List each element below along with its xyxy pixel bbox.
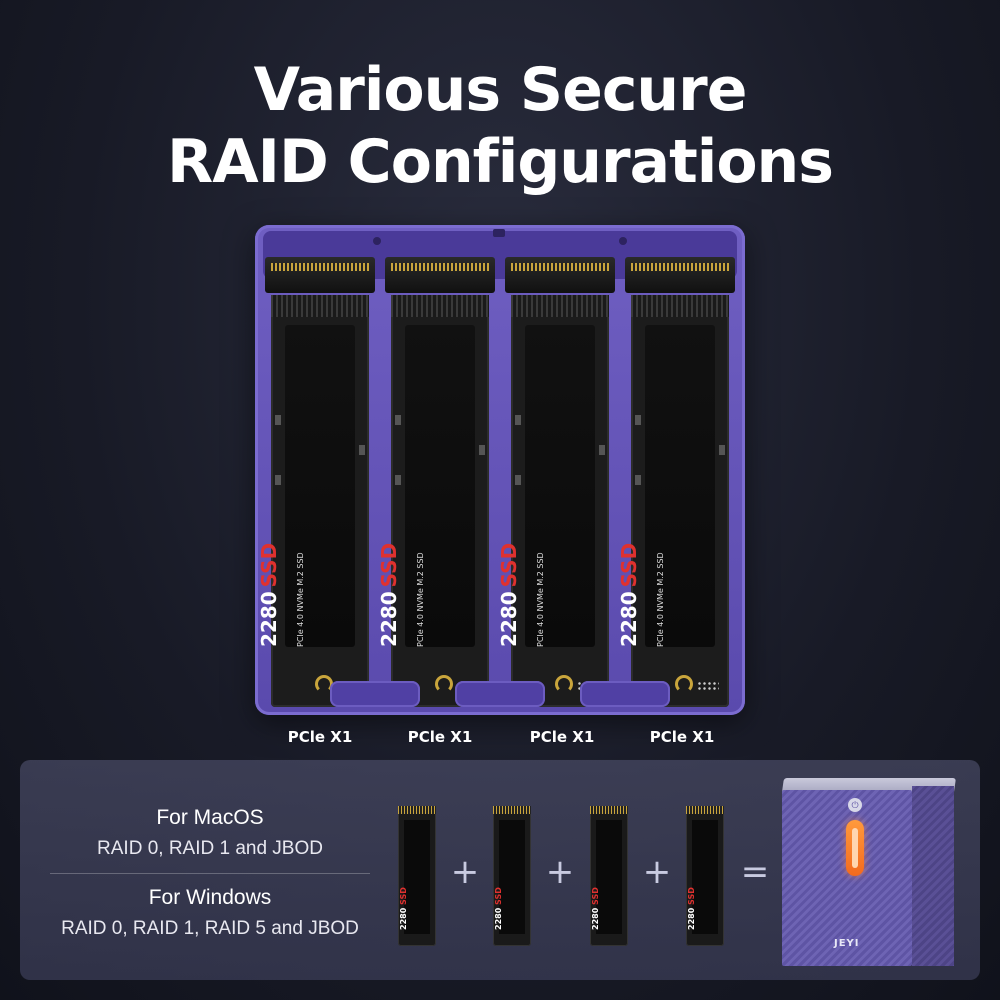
ssd-enclosure: 2280SSD PCIe 4.0 NVMe M.2 SSD 2280SSD PC…: [255, 225, 745, 715]
slot-label-3: PCle X1: [529, 728, 595, 746]
divider: [50, 873, 370, 874]
ssd-subtitle: PCIe 4.0 NVMe M.2 SSD: [296, 552, 305, 647]
ssd-card: 2280SSD PCIe 4.0 NVMe M.2 SSD: [257, 295, 369, 707]
ssd-size-label: 2280SSD: [257, 542, 281, 647]
ssd-card-small: 2280 SSD: [590, 806, 628, 946]
ssd-card: 2280SSD PCIe 4.0 NVMe M.2 SSD: [497, 295, 609, 707]
equals-icon: =: [740, 852, 770, 892]
screw-notch-icon: [675, 675, 693, 693]
ssd-size-label: 2280SSD: [497, 542, 521, 647]
ssd-slot-3: 2280SSD PCIe 4.0 NVMe M.2 SSD: [497, 257, 615, 707]
slot-label-2: PCle X1: [407, 728, 473, 746]
ssd-subtitle: PCIe 4.0 NVMe M.2 SSD: [656, 552, 665, 647]
ssd-subtitle: PCIe 4.0 NVMe M.2 SSD: [536, 552, 545, 647]
enclosure-notch: [330, 681, 420, 707]
ssd-size-label: 2280SSD: [617, 542, 641, 647]
enclosure-notch: [580, 681, 670, 707]
windows-heading: For Windows: [148, 886, 272, 909]
plus-icon: +: [450, 852, 480, 892]
enclosure-notch: [455, 681, 545, 707]
ssd-card-small: 2280 SSD: [493, 806, 531, 946]
m2-connector: [265, 257, 375, 293]
ssd-card-small: 2280 SSD: [686, 806, 724, 946]
page-title-line-2: RAID Configurations: [167, 127, 834, 197]
page-title-line-1: Various Secure: [253, 55, 748, 125]
pad-dots: [697, 681, 719, 691]
ssd-card: 2280SSD PCIe 4.0 NVMe M.2 SSD: [377, 295, 489, 707]
latch: [493, 229, 505, 237]
screw-hole: [619, 237, 627, 245]
power-icon: ⏻: [848, 798, 862, 812]
screw-notch-icon: [435, 675, 453, 693]
m2-connector: [505, 257, 615, 293]
plus-icon: +: [642, 852, 672, 892]
screw-hole: [373, 237, 381, 245]
ssd-size-label: 2280SSD: [377, 542, 401, 647]
slot-label-1: PCle X1: [287, 728, 353, 746]
device-brand-logo: JEYI: [834, 938, 860, 949]
ssd-slot-1: 2280SSD PCIe 4.0 NVMe M.2 SSD: [257, 257, 375, 707]
m2-connector: [385, 257, 495, 293]
ssd-subtitle: PCIe 4.0 NVMe M.2 SSD: [416, 552, 425, 647]
screw-notch-icon: [555, 675, 573, 693]
raid-enclosure-device: ⏻ JEYI: [782, 778, 956, 968]
m2-connector: [625, 257, 735, 293]
ssd-slot-4: 2280SSD PCIe 4.0 NVMe M.2 SSD: [617, 257, 735, 707]
ssd-card: 2280SSD PCIe 4.0 NVMe M.2 SSD: [617, 295, 729, 707]
slot-label-4: PCle X1: [649, 728, 715, 746]
plus-icon: +: [545, 852, 575, 892]
status-led: [846, 820, 864, 876]
ssd-slot-2: 2280SSD PCIe 4.0 NVMe M.2 SSD: [377, 257, 495, 707]
ssd-card-small: 2280 SSD: [398, 806, 436, 946]
windows-raid-modes: RAID 0, RAID 1, RAID 5 and JBOD: [61, 918, 359, 939]
macos-heading: For MacOS: [156, 806, 264, 829]
macos-raid-modes: RAID 0, RAID 1 and JBOD: [97, 838, 323, 859]
